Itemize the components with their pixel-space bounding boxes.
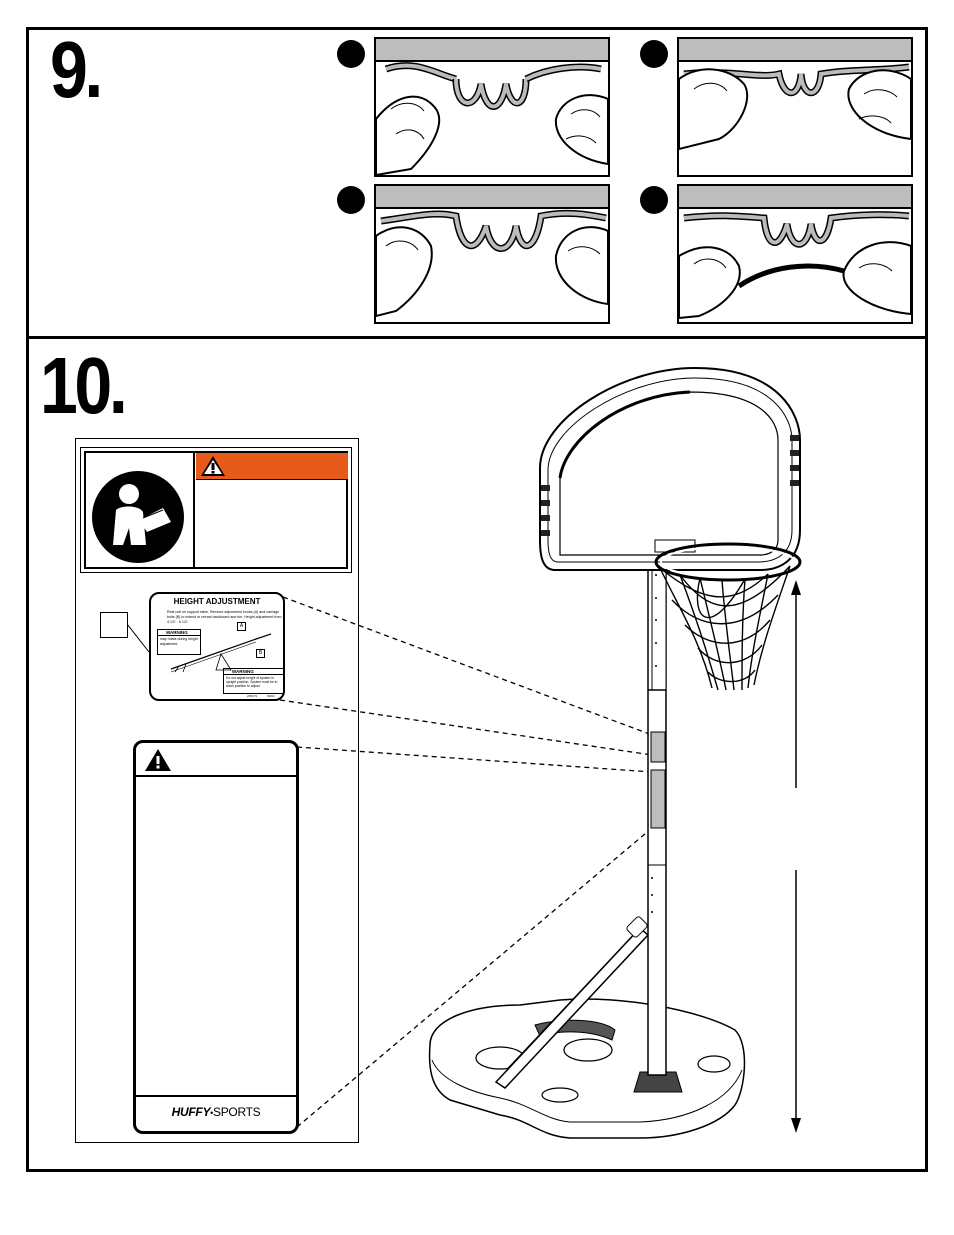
height-adjustment-title: HEIGHT ADJUSTMENT [173,597,261,606]
marker-b: B [256,649,265,658]
leader-line [127,624,150,653]
read-manual-icon [91,470,186,565]
label-sheet [75,438,359,1143]
warning-header-bar [196,453,348,480]
step-10-number: 10. [40,341,128,430]
step-9-number: 9. [50,25,103,114]
warning-decal [80,447,352,573]
net-attach-panel-3 [374,184,610,324]
warning-2-text: Do not adjust height of system in uprigh… [226,676,278,689]
panel-2-marker [640,40,668,68]
date-code: 03/04 [267,694,275,698]
warning-1-text: may rotate during height adjustment. [160,637,198,646]
warning-1-title: WARNING [158,630,200,636]
height-adjustment-instructions: Rest unit on support table. Remove adjus… [167,610,282,624]
step-10-frame [26,336,928,1172]
net-attach-panel-2 [677,37,913,177]
warning-triangle-icon [145,749,171,771]
panel-1-marker [337,40,365,68]
warning-2-title: WARNING [224,669,283,675]
net-attach-panel-1 [374,37,610,177]
height-adjustment-decal: HEIGHT ADJUSTMENT Rest unit on support t… [149,592,285,701]
panel-3-marker [337,186,365,214]
pole-warning-decal: HUFFY•SPORTS [133,740,299,1134]
brand-rest: SPORTS [213,1105,261,1119]
warning-triangle-icon [201,456,225,476]
marker-a: A [237,622,246,631]
part-number: 205179 [247,694,258,698]
label-position-box [100,612,128,638]
brand-bold: HUFFY [171,1105,211,1119]
brand-logo: HUFFY•SPORTS [171,1105,261,1119]
panel-4-marker [640,186,668,214]
net-attach-panel-4 [677,184,913,324]
